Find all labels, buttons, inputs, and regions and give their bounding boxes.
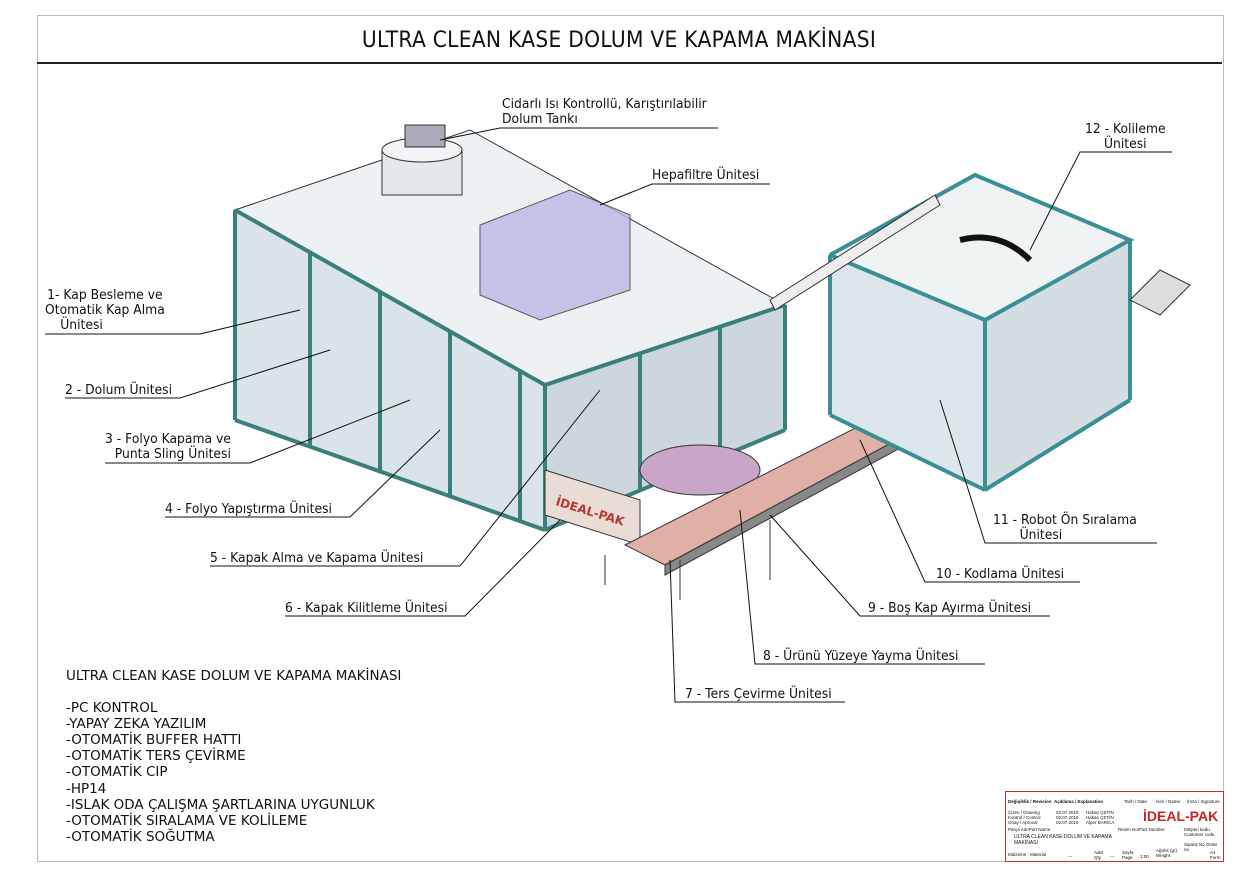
callout-unit-4: 4 - Folyo Yapıştırma Ünitesi	[165, 502, 332, 517]
feature-item: -OTOMATİK SOĞUTMA	[66, 828, 215, 845]
tb-scale: 1:00	[1140, 854, 1149, 859]
callout-line: Cidarlı Isı Kontrollü, Karıştırılabilir	[502, 97, 707, 112]
tb-name: Alper BARICA	[1086, 820, 1115, 825]
tb-material: ---	[1068, 854, 1073, 859]
tb-date-header: Tarih / Date	[1124, 799, 1148, 804]
callout-unit-9: 9 - Boş Kap Ayırma Ünitesi	[868, 601, 1032, 616]
callout-line: 11 - Robot Ön Sıralama	[993, 513, 1137, 528]
title-block: Değişiklik / Revision Açıklama / Explana…	[1005, 791, 1224, 862]
tb-format: A4 Form	[1210, 850, 1221, 860]
title-divider	[37, 62, 1222, 64]
tb-date: 02.07.2018	[1056, 815, 1079, 820]
callout-line: Punta Sling Ünitesi	[114, 447, 231, 462]
feature-item: -OTOMATİK TERS ÇEVİRME	[66, 748, 246, 765]
feature-item: -ISLAK ODA ÇALIŞMA ŞARTLARINA UYGUNLUK	[66, 796, 375, 813]
callout-unit-10: 10 - Kodlama Ünitesi	[936, 567, 1065, 582]
feature-item: -HP14	[66, 780, 107, 797]
tb-part-name-label: Parça Adı/Part Name	[1008, 827, 1051, 832]
feature-item: -OTOMATİK BUFFER HATTI	[66, 732, 242, 749]
drawing-frame	[37, 15, 1224, 862]
callout-unit-8: 8 - Ürünü Yüzeye Yayma Ünitesi	[763, 649, 959, 664]
hepa-filter-unit	[479, 189, 631, 321]
tb-weight-label: Ağırlık (gr) Weight	[1156, 848, 1178, 858]
callout-hepa-filter: Hepafiltre Ünitesi	[652, 168, 760, 183]
tb-drawing-no-label: Resim No/Part Number:	[1118, 827, 1166, 832]
tb-sign-header: İmza / Signature	[1187, 799, 1220, 804]
callout-unit-7: 7 - Ters Çevirme Ünitesi	[685, 687, 832, 702]
callout-line: Ünitesi	[1103, 137, 1147, 152]
callout-line: Ünitesi	[1019, 528, 1063, 543]
tb-revision: Değişiklik / Revision	[1008, 799, 1052, 804]
callout-line: Dolum Tankı	[502, 112, 578, 127]
tb-page-label: Sayfa Page	[1122, 850, 1134, 860]
features-list: ULTRA CLEAN KASE DOLUM VE KAPAMA MAKİNAS…	[66, 668, 401, 845]
tb-name-header: İsim / Name	[1156, 799, 1181, 804]
packing-cell-frame	[828, 172, 1135, 492]
feature-item: -OTOMATİK CIP	[66, 764, 168, 781]
company-logo: İDEAL-PAK	[1143, 808, 1219, 824]
page-title: ULTRA CLEAN KASE DOLUM VE KAPAMA MAKİNAS…	[361, 28, 877, 53]
feature-item: -PC KONTROL	[66, 700, 158, 717]
tb-name: Hakan ÇETİN	[1086, 810, 1114, 815]
tb-role: Kontrol / Control	[1008, 815, 1041, 820]
leader-lines	[45, 127, 1172, 703]
callout-unit-6: 6 - Kapak Kilitleme Ünitesi	[285, 601, 448, 616]
tb-qty-label: Adet Qty	[1094, 850, 1104, 860]
callout-line: 3 - Folyo Kapama ve	[105, 432, 231, 447]
callout-line: 12 - Kolileme	[1085, 122, 1166, 137]
tb-name: Hakan ÇETİN	[1086, 815, 1114, 820]
tb-customer-label: Müşteri kodu Customer code	[1184, 827, 1215, 837]
inverting-drum	[639, 444, 761, 496]
tb-role: Çizen / Drawing	[1008, 810, 1040, 815]
callout-unit-5: 5 - Kapak Alma ve Kapama Ünitesi	[210, 551, 424, 566]
tb-date: 02.07.2018	[1056, 820, 1079, 825]
tb-material-label: Malzeme : Material	[1008, 852, 1047, 857]
callout-line: 1- Kap Besleme ve	[47, 288, 163, 303]
feature-item: -YAPAY ZEKA YAZILIM	[66, 716, 207, 733]
tb-date: 02.07.2018	[1056, 810, 1079, 815]
callout-unit-2: 2 - Dolum Ünitesi	[65, 383, 173, 398]
tb-part-name: ULTRA CLEAN KASE DOLUM VE KAPAMA MAKİNAS…	[1014, 834, 1112, 846]
features-heading: ULTRA CLEAN KASE DOLUM VE KAPAMA MAKİNAS…	[66, 668, 402, 684]
callout-line: Otomatik Kap Alma	[45, 303, 165, 318]
tb-explanation: Açıklama / Explanation	[1054, 799, 1104, 804]
callout-line: Ünitesi	[60, 318, 103, 333]
tb-role: Onay / Aproval	[1008, 820, 1038, 825]
feature-item: -OTOMATİK SIRALAMA VE KOLİLEME	[66, 812, 308, 829]
tb-qty: ---	[1110, 854, 1115, 859]
tb-order-label: Sipariş No Order no	[1184, 842, 1218, 852]
